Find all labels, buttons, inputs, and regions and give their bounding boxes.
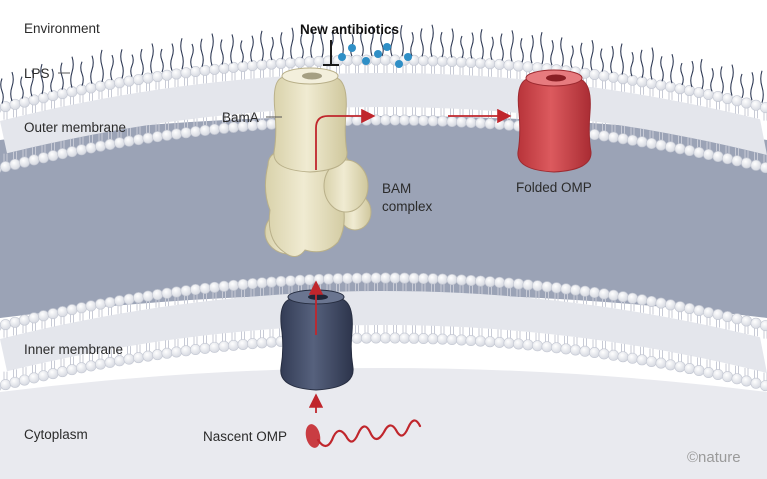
outer-membrane-label: Outer membrane: [24, 120, 126, 135]
cytoplasm-label: Cytoplasm: [24, 427, 88, 442]
bam-complex: [264, 149, 372, 257]
leader-lines: [58, 72, 282, 118]
bam-complex-label-line2: complex: [382, 199, 433, 214]
folded-omp-barrel: [517, 69, 592, 173]
nature-credit: ©nature: [687, 449, 741, 466]
bama-barrel: [273, 67, 348, 173]
inner-membrane-label: Inner membrane: [24, 342, 123, 357]
nascent-omp-chain: [305, 419, 422, 448]
bama-label: BamA: [222, 110, 259, 125]
new-antibiotics-label: New antibiotics: [300, 22, 399, 37]
lps-label: LPS: [24, 66, 50, 81]
folded-omp-label: Folded OMP: [516, 180, 592, 195]
environment-label: Environment: [24, 21, 100, 36]
cytoplasm-region: [0, 368, 767, 479]
lps-layer: [0, 24, 764, 104]
bam-complex-label-line1: BAM: [382, 181, 411, 196]
transport-arrows: [308, 108, 512, 413]
inner-membrane-protein: [280, 289, 354, 391]
inner-membrane: [0, 272, 767, 392]
inhibition-marker: [323, 40, 339, 66]
antibiotic-molecules: [338, 43, 412, 68]
nascent-omp-label: Nascent OMP: [203, 429, 287, 444]
